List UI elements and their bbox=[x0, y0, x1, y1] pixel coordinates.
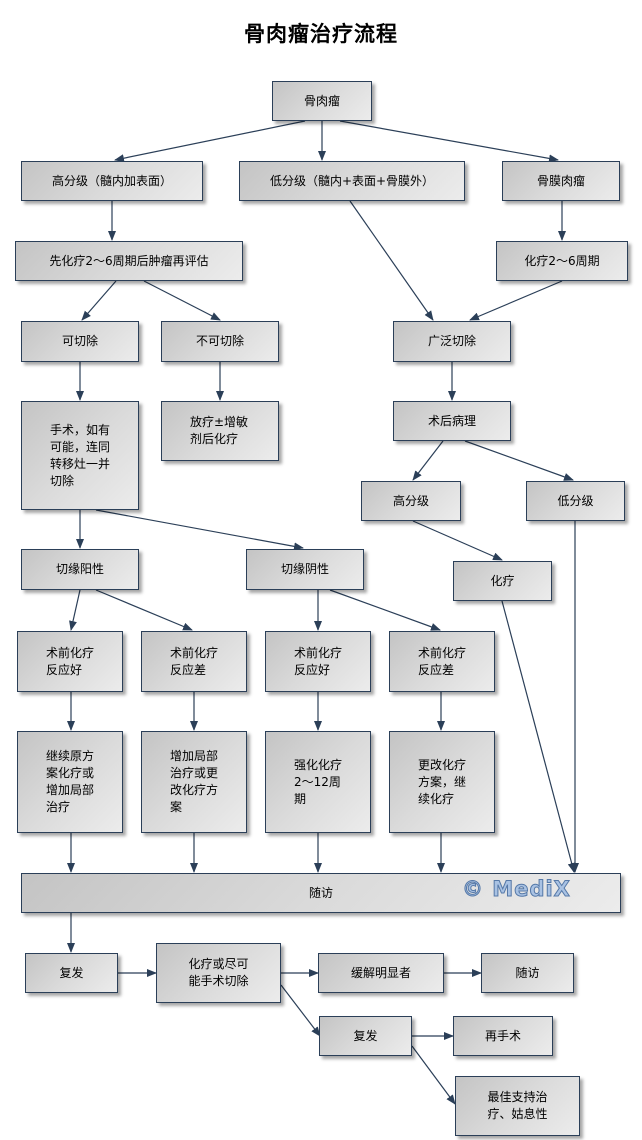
node-label: 术前化疗 反应差 bbox=[170, 645, 219, 677]
node-label: 骨肉瘤 bbox=[303, 93, 340, 108]
node-label: 手术，如有 可能，连同 转移灶一并 切除 bbox=[50, 422, 111, 488]
node-label: 切缘阴性 bbox=[280, 562, 329, 576]
node-label: 再手术 bbox=[484, 1028, 521, 1043]
node-relapse-2: 复发 bbox=[319, 1016, 412, 1056]
node-label: 骨膜肉瘤 bbox=[536, 173, 585, 188]
node-chemo-or-surgery: 化疗或尽可 能手术切除 bbox=[156, 943, 281, 1003]
node-label: 低分级（髓内+表面+骨膜外） bbox=[269, 173, 435, 188]
node-label: 术后病理 bbox=[427, 413, 476, 428]
node-margin-negative: 切缘阴性 bbox=[246, 549, 364, 590]
node-postop-pathology: 术后病理 bbox=[393, 401, 511, 441]
edge-chemo-relapse2 bbox=[280, 984, 321, 1037]
node-pos-poor-response: 术前化疗 反应差 bbox=[141, 631, 247, 692]
node-pos-poor-treatment: 增加局部 治疗或更 改化疗方 案 bbox=[141, 731, 247, 833]
node-label: 强化化疗 2～12周 期 bbox=[294, 757, 343, 806]
node-pos-good-treatment: 继续原方 案化疗或 增加局部 治疗 bbox=[17, 731, 123, 833]
edge-pos-good bbox=[69, 589, 81, 631]
node-path-high-grade: 高分级 bbox=[361, 481, 461, 521]
node-path-low-grade: 低分级 bbox=[526, 481, 625, 521]
node-label: 缓解明显者 bbox=[350, 965, 411, 980]
node-neoadjuvant: 先化疗2～6周期后肿瘤再评估 bbox=[15, 241, 243, 281]
node-relapse: 复发 bbox=[25, 953, 118, 993]
node-resurgery: 再手术 bbox=[453, 1016, 553, 1056]
node-high-grade: 高分级（髓内加表面） bbox=[21, 161, 203, 201]
node-label: 更改化疗 方案，继 续化疗 bbox=[418, 757, 467, 806]
node-label: 术前化疗 反应差 bbox=[418, 645, 467, 677]
node-label: 不可切除 bbox=[195, 334, 244, 348]
node-wide-excision: 广泛切除 bbox=[393, 321, 511, 362]
medix-watermark: © MediX bbox=[462, 877, 571, 902]
node-remission: 缓解明显者 bbox=[318, 953, 444, 993]
edge-path-high bbox=[412, 440, 444, 481]
node-label: 继续原方 案化疗或 增加局部 治疗 bbox=[46, 749, 95, 814]
node-label: 随访 bbox=[308, 885, 333, 900]
node-label: 高分级（髓内加表面） bbox=[51, 173, 172, 188]
edge-root-high bbox=[114, 120, 306, 163]
edge-pos-poor bbox=[95, 589, 193, 631]
node-label: 复发 bbox=[353, 1028, 378, 1043]
node-label: 增加局部 治疗或更 改化疗方 案 bbox=[170, 749, 219, 814]
node-osteosarcoma: 骨肉瘤 bbox=[272, 81, 372, 121]
node-followup: 随访 bbox=[21, 873, 621, 913]
node-label: 低分级 bbox=[557, 493, 594, 508]
node-label: 切缘阳性 bbox=[55, 562, 104, 576]
node-periosteal: 骨膜肉瘤 bbox=[502, 161, 620, 201]
node-low-grade: 低分级（髓内+表面+骨膜外） bbox=[239, 161, 465, 201]
node-label: 可切除 bbox=[61, 334, 98, 348]
node-label: 最佳支持治 疗、姑息性 bbox=[487, 1090, 548, 1121]
edge-root-periosteal bbox=[339, 120, 559, 163]
node-label: 化疗2～6周期 bbox=[524, 253, 600, 268]
edge-path-low bbox=[464, 440, 574, 481]
node-chemo: 化疗 bbox=[453, 561, 552, 601]
edge-chemo-wide bbox=[469, 280, 563, 321]
node-chemo-2-6: 化疗2～6周期 bbox=[496, 241, 628, 281]
node-radiotherapy: 放疗±增敏 剂后化疗 bbox=[161, 401, 279, 461]
node-neg-poor-treatment: 更改化疗 方案，继 续化疗 bbox=[389, 731, 495, 833]
edge-neg-poor bbox=[329, 589, 441, 631]
node-resectable: 可切除 bbox=[21, 321, 139, 362]
node-unresectable: 不可切除 bbox=[161, 321, 279, 362]
node-label: 广泛切除 bbox=[427, 334, 476, 348]
node-label: 术前化疗 反应好 bbox=[46, 645, 95, 677]
node-label: 随访 bbox=[515, 965, 540, 980]
node-followup-2: 随访 bbox=[481, 953, 574, 993]
node-pos-good-response: 术前化疗 反应好 bbox=[17, 631, 123, 692]
node-label: 化疗 bbox=[490, 573, 515, 588]
edge-neo-resect bbox=[81, 280, 117, 321]
edge-pathhigh-chemo bbox=[412, 520, 503, 561]
node-label: 放疗±增敏 剂后化疗 bbox=[190, 415, 249, 446]
node-label: 复发 bbox=[59, 965, 84, 980]
node-label: 术前化疗 反应好 bbox=[294, 645, 343, 677]
edge-neo-unresect bbox=[143, 280, 221, 321]
node-best-support: 最佳支持治 疗、姑息性 bbox=[455, 1076, 580, 1136]
edge-surgery-neg bbox=[95, 509, 304, 551]
node-label: 高分级 bbox=[392, 493, 429, 508]
node-neg-good-response: 术前化疗 反应好 bbox=[265, 631, 371, 692]
node-surgery: 手术，如有 可能，连同 转移灶一并 切除 bbox=[21, 401, 139, 510]
node-label: 化疗或尽可 能手术切除 bbox=[188, 957, 249, 988]
node-label: 先化疗2～6周期后肿瘤再评估 bbox=[49, 253, 209, 268]
node-neg-good-treatment: 强化化疗 2～12周 期 bbox=[265, 731, 371, 833]
edge-relapse2-support bbox=[411, 1045, 456, 1105]
diagram-title: 骨肉瘤治疗流程 bbox=[244, 22, 398, 46]
node-neg-poor-response: 术前化疗 反应差 bbox=[389, 631, 495, 692]
edge-chemo-follow bbox=[501, 600, 576, 873]
node-margin-positive: 切缘阳性 bbox=[21, 549, 139, 590]
edge-low-wide bbox=[349, 200, 434, 321]
